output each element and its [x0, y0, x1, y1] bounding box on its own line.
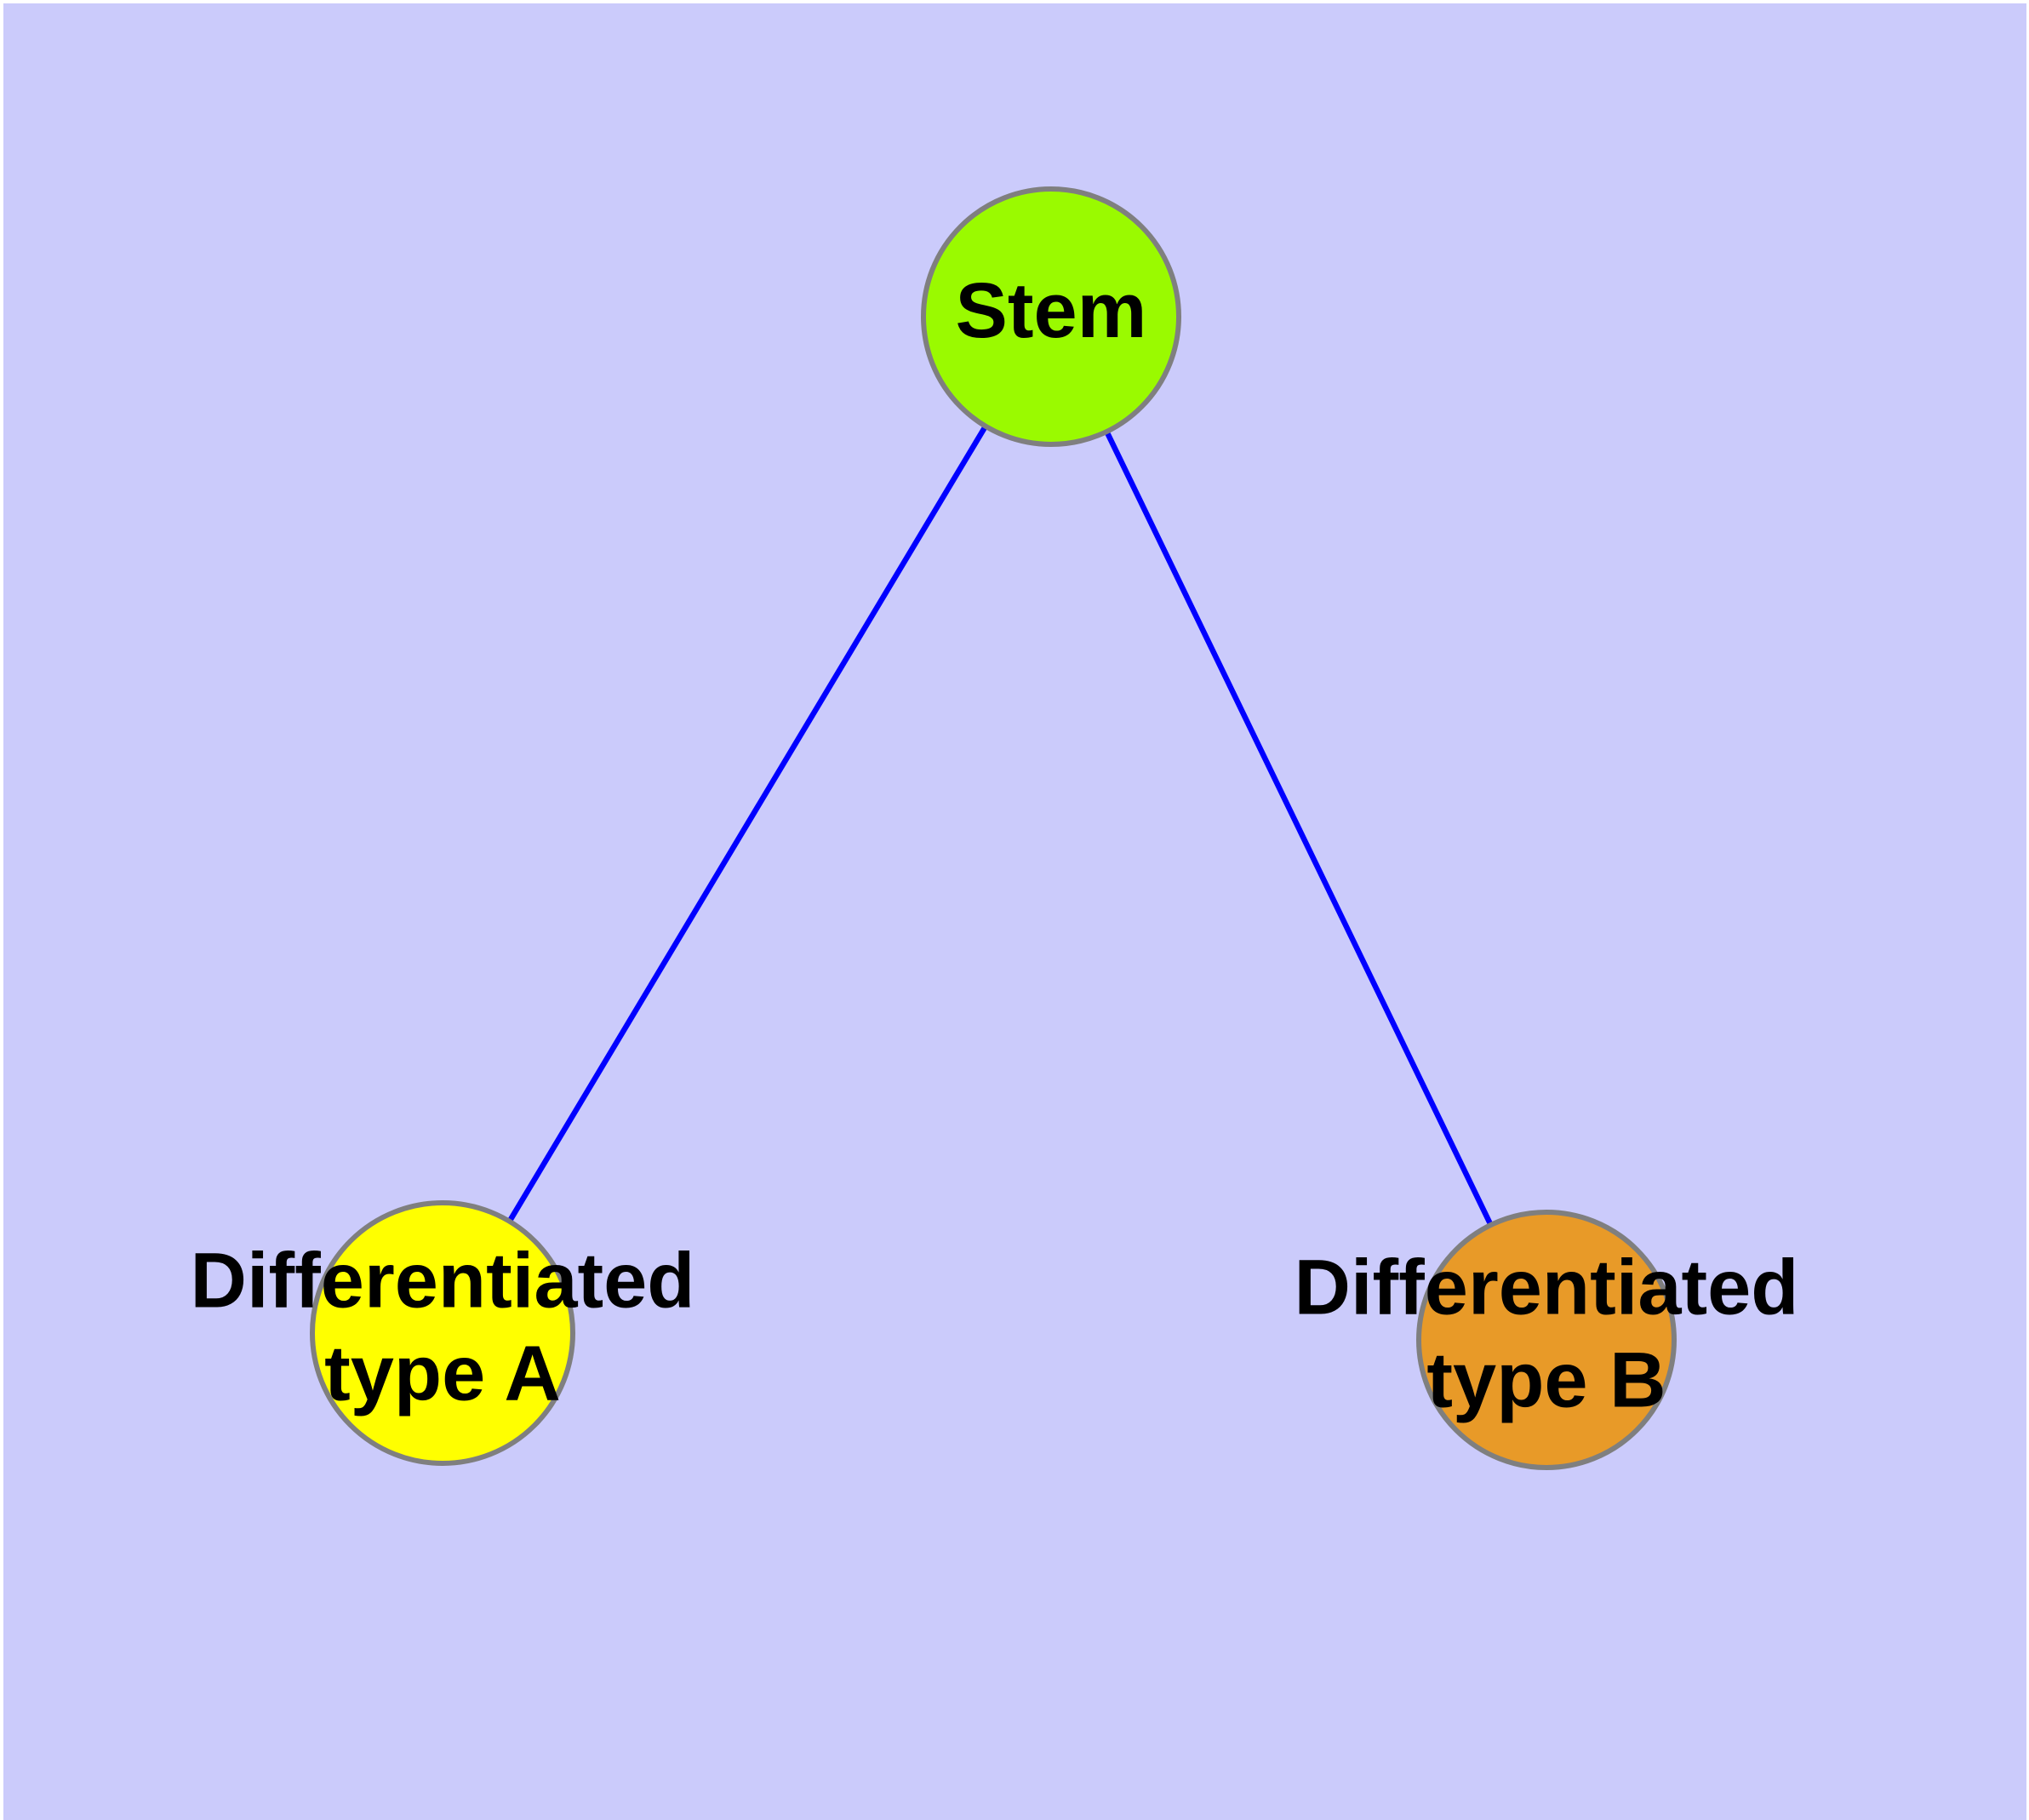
edge-stem-to-diff_b [1105, 432, 1493, 1225]
nodes-layer [310, 186, 1677, 1470]
node-circle-stem[interactable] [921, 186, 1181, 447]
node-circle-diff_a[interactable] [310, 1200, 575, 1466]
node-label-line: Differentiated [191, 1238, 695, 1325]
node-label-stem: Stem [956, 267, 1147, 354]
edge-stem-to-diff_a [507, 426, 987, 1222]
node-label-line: Differentiated [1295, 1245, 1799, 1331]
node-label-line: type B [1426, 1337, 1666, 1424]
edges-layer [507, 426, 1493, 1225]
node-label-line: type A [324, 1331, 561, 1417]
node-circle-diff_b[interactable] [1416, 1210, 1677, 1470]
node-label-line: Stem [956, 267, 1147, 354]
